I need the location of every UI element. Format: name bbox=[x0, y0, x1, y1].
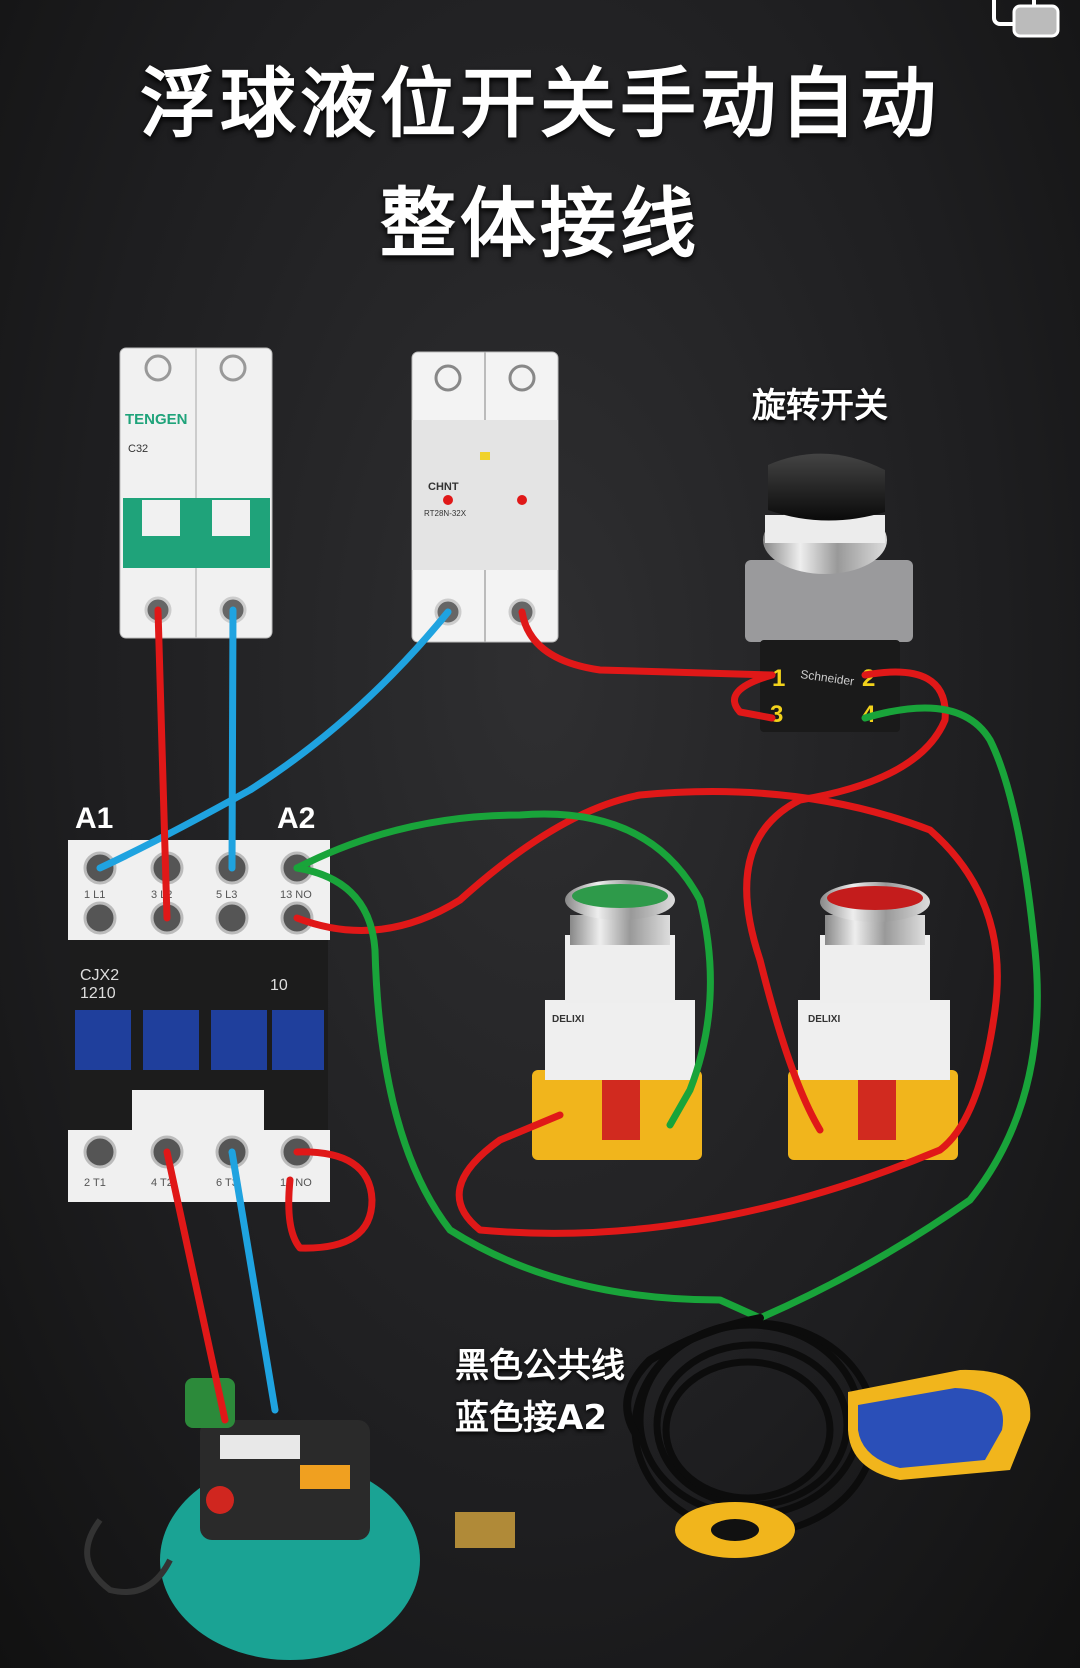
contactor-model-line1: CJX2 bbox=[80, 967, 119, 984]
green-push-button[interactable]: DELIXI bbox=[532, 880, 702, 1160]
wire-blue-fuse-to-contactor-1 bbox=[96, 608, 452, 872]
terminal-label-5: 5 L3 bbox=[216, 889, 237, 901]
wire-red-contactor-14-loop bbox=[285, 1148, 376, 1252]
float-level-switch[interactable] bbox=[631, 1319, 1031, 1558]
contactor-model-line2: 1210 bbox=[80, 985, 116, 1002]
title-line-2: 整体接线 bbox=[380, 179, 700, 268]
wire-green-rotary-4-to-button bbox=[756, 704, 1041, 1322]
ac-contactor[interactable]: CJX2 1210 10 1 L1 3 L2 5 L3 13 NO bbox=[68, 840, 330, 1202]
rotary-selector-switch[interactable]: Schneider 1 2 3 4 bbox=[745, 453, 913, 732]
rotary-terminal-1: 1 bbox=[772, 665, 785, 692]
terminal-label-14: 14 NO bbox=[280, 1177, 312, 1189]
rotary-terminal-2: 2 bbox=[862, 665, 875, 692]
terminal-label-1: 1 L1 bbox=[84, 889, 105, 901]
terminal-label-13: 13 NO bbox=[280, 889, 312, 901]
fuse-model: RT28N-32X bbox=[424, 509, 467, 518]
fuse-holder[interactable]: CHNT RT28N-32X bbox=[411, 351, 559, 643]
label-rotary-switch: 旋转开关 bbox=[752, 386, 888, 426]
terminal-label-4: 4 T2 bbox=[151, 1177, 173, 1189]
corner-window-icon[interactable] bbox=[984, 0, 1066, 40]
label-a2: A2 bbox=[277, 802, 315, 835]
wire-blue-breaker-to-contactor-5 bbox=[228, 606, 237, 872]
red-button-brand: DELIXI bbox=[808, 1014, 840, 1025]
terminal-label-2: 2 T1 bbox=[84, 1177, 106, 1189]
wire-red-breaker-to-contactor-3 bbox=[154, 606, 171, 922]
label-float-note-line1: 黑色公共线 bbox=[455, 1346, 625, 1386]
rotary-terminal-3: 3 bbox=[770, 701, 783, 728]
green-button-brand: DELIXI bbox=[552, 1014, 584, 1025]
label-float-note-line2: 蓝色接A2 bbox=[455, 1398, 607, 1438]
red-push-button[interactable]: DELIXI bbox=[788, 882, 958, 1160]
terminal-label-6: 6 T3 bbox=[216, 1177, 238, 1189]
wire-green-contactor-a2-to-float-2 bbox=[293, 864, 764, 1322]
wires bbox=[96, 606, 1041, 1444]
breaker-brand: TENGEN bbox=[125, 411, 188, 428]
wire-red-contactor-4-to-pump bbox=[163, 1148, 229, 1424]
breaker[interactable]: TENGEN C32 bbox=[119, 347, 273, 639]
wire-red-rotary-2-to-red-button bbox=[743, 668, 949, 1134]
wire-red-contactor-13-loop bbox=[293, 788, 1001, 1237]
wire-red-rotary-jumper-1-3 bbox=[731, 671, 776, 722]
fuse-brand: CHNT bbox=[428, 481, 459, 493]
water-pump[interactable] bbox=[84, 1378, 515, 1660]
breaker-rating: C32 bbox=[128, 443, 148, 455]
wire-float-cable bbox=[623, 1314, 764, 1444]
label-a1: A1 bbox=[75, 802, 113, 835]
wire-blue-contactor-6-to-pump bbox=[228, 1148, 279, 1414]
title-line-1: 浮球液位开关手动自动 bbox=[140, 59, 940, 148]
wire-red-fuse-to-rotary-1 bbox=[518, 608, 776, 679]
wire-green-contactor-a2-to-float bbox=[293, 810, 714, 1129]
contactor-aux: 10 bbox=[270, 977, 288, 994]
